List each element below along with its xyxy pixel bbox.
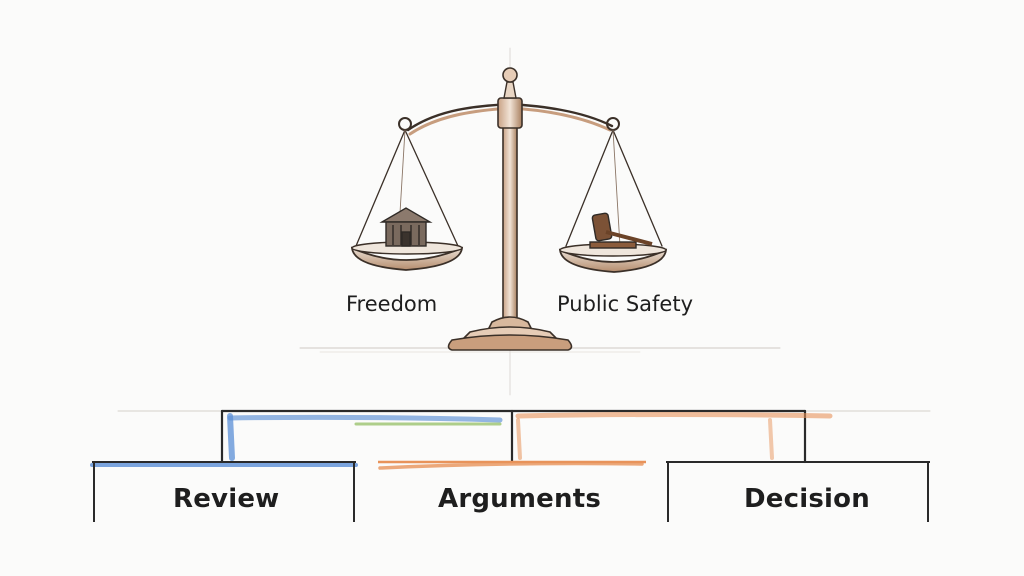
public-safety-label: Public Safety — [557, 292, 693, 316]
freedom-label: Freedom — [346, 292, 438, 316]
gavel-icon — [589, 212, 653, 249]
scale-icon — [299, 47, 781, 396]
process-connectors — [90, 409, 931, 470]
step-label-arguments: Arguments — [438, 484, 602, 514]
step-label-review: Review — [173, 484, 280, 514]
step-box-review — [92, 461, 356, 522]
step-label-decision: Decision — [744, 484, 870, 514]
step-box-decision — [666, 461, 930, 522]
building-icon — [379, 207, 433, 247]
